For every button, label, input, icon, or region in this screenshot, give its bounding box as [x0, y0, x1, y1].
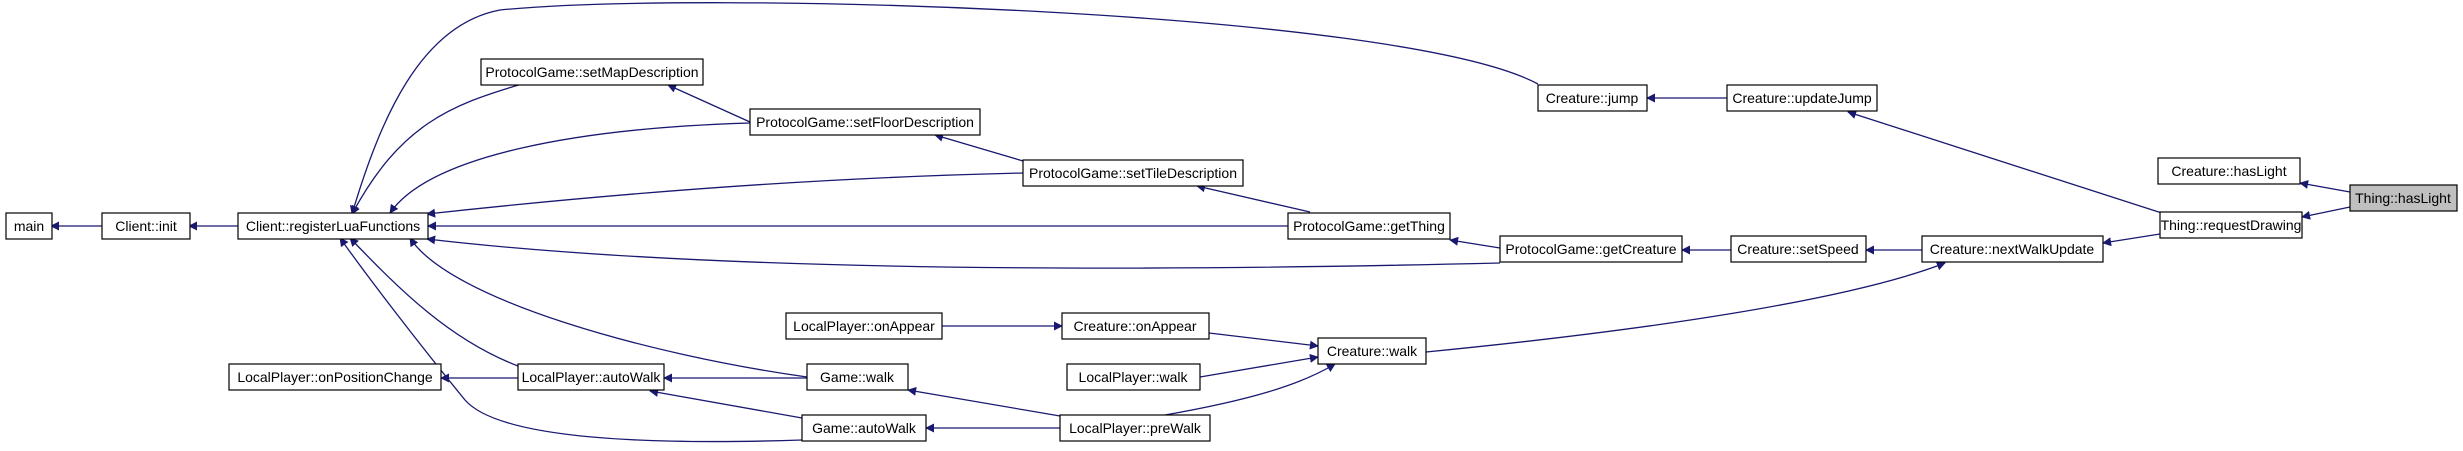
- node-set-tile-description[interactable]: ProtocolGame::setTileDescription: [1022, 159, 1244, 187]
- node-set-map-description[interactable]: ProtocolGame::setMapDescription: [480, 58, 704, 86]
- node-lp-on-position-change[interactable]: LocalPlayer::onPositionChange: [228, 363, 442, 391]
- edge-request-drawing-to-next-walk-update: [2102, 233, 2161, 247]
- node-lp-on-appear[interactable]: LocalPlayer::onAppear: [785, 312, 943, 340]
- edge-lp-walk-to-creature-walk: [1199, 353, 1319, 378]
- node-label: ProtocolGame::setTileDescription: [1029, 165, 1237, 181]
- node-creature-jump[interactable]: Creature::jump: [1537, 84, 1648, 112]
- node-creature-has-light[interactable]: Creature::hasLight: [2157, 157, 2301, 185]
- edge-get-creature-to-register-lua: [426, 235, 1501, 269]
- node-game-auto-walk[interactable]: Game::autoWalk: [801, 414, 927, 442]
- node-label: Client::init: [115, 218, 177, 234]
- node-label: Game::walk: [820, 369, 895, 385]
- node-label: Thing::requestDrawing: [2161, 217, 2302, 233]
- edge-lp-auto-walk-to-register-lua: [349, 237, 519, 367]
- node-next-walk-update[interactable]: Creature::nextWalkUpdate: [1921, 235, 2104, 263]
- node-label: LocalPlayer::autoWalk: [522, 369, 662, 385]
- node-label: Game::autoWalk: [812, 420, 917, 436]
- node-set-floor-description[interactable]: ProtocolGame::setFloorDescription: [749, 108, 981, 136]
- edge-game-walk-to-register-lua: [409, 237, 808, 378]
- node-set-speed[interactable]: Creature::setSpeed: [1730, 235, 1867, 263]
- edge-thing-has-light-to-request-drawing: [2301, 206, 2351, 220]
- edge-creature-on-appear-to-creature-walk: [1208, 332, 1319, 350]
- node-label: ProtocolGame::setMapDescription: [485, 64, 698, 80]
- node-get-creature[interactable]: ProtocolGame::getCreature: [1499, 235, 1683, 263]
- edge-game-auto-walk-to-register-lua: [339, 237, 803, 443]
- node-label: Thing::hasLight: [2355, 190, 2451, 206]
- node-label: LocalPlayer::onAppear: [793, 318, 935, 334]
- node-label: Creature::hasLight: [2171, 163, 2286, 179]
- node-label: ProtocolGame::setFloorDescription: [756, 114, 974, 130]
- edge-set-tile-desc-to-set-floor-desc: [934, 132, 1024, 162]
- node-label: Creature::jump: [1546, 90, 1639, 106]
- node-label: LocalPlayer::preWalk: [1069, 420, 1202, 436]
- node-label: Creature::updateJump: [1732, 90, 1872, 106]
- node-label: LocalPlayer::onPositionChange: [237, 369, 433, 385]
- edge-lp-pre-walk-to-creature-walk: [1164, 363, 1336, 416]
- edges: [50, 2, 2351, 443]
- edge-set-floor-desc-to-register-lua: [389, 122, 751, 214]
- edge-creature-walk-to-next-walk-update: [1425, 261, 1946, 353]
- edge-creature-jump-to-register-lua: [350, 2, 1539, 215]
- node-label: Creature::onAppear: [1074, 318, 1197, 334]
- edge-get-thing-to-set-tile-desc: [1196, 183, 1311, 213]
- node-creature-on-appear[interactable]: Creature::onAppear: [1061, 312, 1210, 340]
- node-request-drawing[interactable]: Thing::requestDrawing: [2159, 211, 2303, 239]
- edge-game-auto-walk-to-lp-auto-walk: [649, 387, 803, 419]
- node-label: Client::registerLuaFunctions: [246, 218, 420, 234]
- edge-get-creature-to-get-thing: [1449, 236, 1501, 249]
- node-update-jump[interactable]: Creature::updateJump: [1726, 84, 1878, 112]
- node-label: LocalPlayer::walk: [1079, 369, 1189, 385]
- node-get-thing[interactable]: ProtocolGame::getThing: [1287, 212, 1451, 240]
- edge-set-floor-desc-to-set-map-desc: [667, 84, 751, 123]
- node-register-lua-functions[interactable]: Client::registerLuaFunctions: [237, 212, 429, 240]
- node-main[interactable]: main: [5, 212, 53, 240]
- node-thing-has-light[interactable]: Thing::hasLight: [2349, 184, 2458, 212]
- node-creature-walk[interactable]: Creature::walk: [1317, 337, 1427, 365]
- node-label: ProtocolGame::getThing: [1293, 218, 1445, 234]
- node-game-walk[interactable]: Game::walk: [806, 363, 909, 391]
- edge-set-tile-desc-to-register-lua: [426, 172, 1024, 218]
- edge-set-map-desc-to-register-lua: [351, 83, 523, 215]
- node-client-init[interactable]: Client::init: [101, 212, 191, 240]
- node-lp-pre-walk[interactable]: LocalPlayer::preWalk: [1059, 414, 1211, 442]
- node-label: ProtocolGame::getCreature: [1505, 241, 1676, 257]
- edge-request-drawing-to-update-jump: [1847, 110, 2166, 215]
- edge-thing-has-light-to-creature-has-light: [2299, 180, 2351, 193]
- node-lp-auto-walk[interactable]: LocalPlayer::autoWalk: [517, 363, 665, 391]
- node-lp-walk[interactable]: LocalPlayer::walk: [1066, 363, 1201, 391]
- edge-lp-pre-walk-to-game-walk: [907, 386, 1061, 417]
- node-label: Creature::nextWalkUpdate: [1930, 241, 2095, 257]
- node-label: main: [14, 218, 44, 234]
- nodes: main Client::init Client::registerLuaFun…: [5, 58, 2458, 442]
- node-label: Creature::walk: [1327, 343, 1418, 359]
- node-label: Creature::setSpeed: [1737, 241, 1858, 257]
